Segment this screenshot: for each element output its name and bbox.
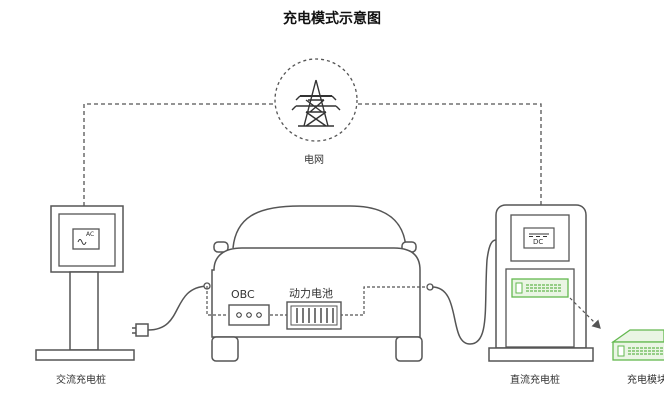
obc-label: OBC	[231, 288, 255, 301]
module-arrow	[569, 297, 601, 329]
dc-symbol-label: DC	[533, 238, 544, 246]
grid-label: 电网	[304, 155, 324, 166]
dc-pile-label: 直流充电桩	[510, 375, 560, 386]
ac-cable	[132, 282, 211, 337]
dc-cable	[426, 239, 497, 345]
electric-car	[206, 205, 430, 362]
power-tower-icon	[274, 58, 358, 142]
charging-module-icon	[610, 329, 664, 361]
ac-pile-label: 交流充电桩	[56, 375, 106, 386]
dc-charging-pile	[488, 204, 594, 362]
ac-charging-pile	[35, 205, 135, 361]
module-label: 充电模块	[627, 375, 664, 386]
battery-label: 动力电池	[289, 287, 333, 300]
grid-connection-line	[83, 103, 542, 206]
diagram-title: 充电模式示意图	[283, 11, 381, 27]
ac-symbol-label: AC	[86, 231, 95, 238]
